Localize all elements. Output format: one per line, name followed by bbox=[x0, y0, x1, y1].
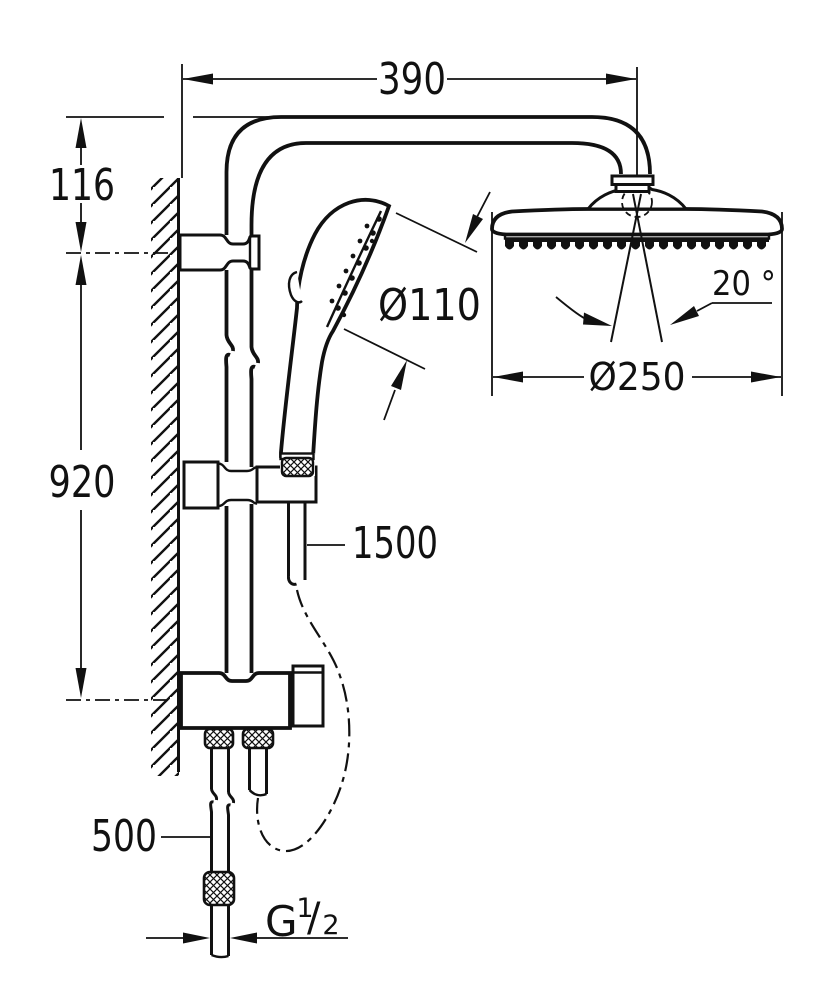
dimension-head-diameter: Ø250 bbox=[491, 212, 783, 399]
dim-wall-offset-label: 116 bbox=[49, 160, 115, 211]
dim-thread-numerator: 1 bbox=[296, 893, 313, 924]
diverter-valve bbox=[179, 664, 325, 959]
spray-face-bar bbox=[505, 238, 769, 242]
valve-body bbox=[179, 671, 292, 730]
hand-shower-nozzle-dots bbox=[329, 216, 382, 318]
dimension-rail-height: 920 bbox=[49, 255, 172, 701]
slider-holder bbox=[182, 452, 318, 510]
dim-hand-diameter-label: Ø110 bbox=[378, 280, 481, 331]
dimension-inlet-height: 500 bbox=[91, 811, 210, 862]
upper-wall-bracket bbox=[178, 233, 261, 272]
hose-nut-top bbox=[280, 456, 315, 478]
spray-nozzles bbox=[505, 241, 769, 254]
hose-outlet-end bbox=[248, 789, 267, 797]
dim-thread-denominator: 2 bbox=[322, 910, 339, 941]
dimension-wall-offset: 116 bbox=[49, 116, 284, 254]
arm-pipe-inner bbox=[249, 141, 623, 235]
dim-thread-letter: G bbox=[265, 897, 298, 946]
dimension-spray-angle: 20 ° bbox=[555, 264, 776, 326]
wall-section bbox=[151, 178, 180, 776]
head-shower-plate bbox=[490, 207, 784, 237]
union-nut-left bbox=[203, 727, 235, 750]
arm-pipe-outer bbox=[224, 115, 652, 235]
head-shower bbox=[490, 174, 784, 343]
dimension-arm-width: 390 bbox=[181, 54, 638, 214]
dim-thread-slash: / bbox=[307, 895, 321, 941]
dim-arm-width-label: 390 bbox=[378, 54, 446, 105]
hand-shower-body bbox=[279, 197, 392, 459]
dim-inlet-height-label: 500 bbox=[91, 811, 157, 862]
dim-hose-length-label: 1500 bbox=[352, 518, 438, 569]
dimension-thread: G 1 / 2 bbox=[146, 893, 348, 946]
union-nut-right bbox=[241, 727, 275, 750]
dim-head-diameter-label: Ø250 bbox=[589, 355, 686, 399]
mode-button bbox=[287, 270, 303, 304]
shower-rail-and-arm bbox=[224, 115, 652, 673]
inline-nut bbox=[202, 870, 236, 907]
dimension-hand-diameter: Ø110 bbox=[343, 191, 491, 421]
shower-hose bbox=[256, 502, 351, 853]
hand-shower bbox=[279, 197, 392, 459]
diverter-knob bbox=[291, 664, 325, 728]
dimension-hose-length: 1500 bbox=[307, 518, 438, 569]
dim-rail-height-label: 920 bbox=[49, 457, 116, 508]
dim-spray-angle-label: 20 ° bbox=[712, 264, 776, 304]
